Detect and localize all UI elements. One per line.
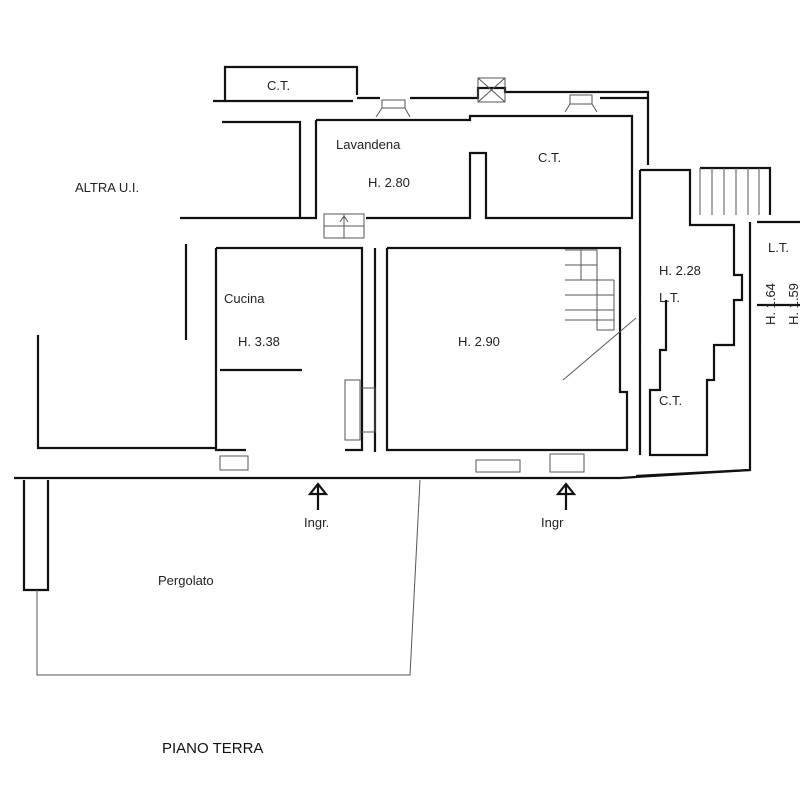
entrance-arrow-left: [307, 482, 329, 510]
window-top-2: [564, 94, 598, 113]
pergola-left-post: [22, 480, 50, 592]
vent-icon: [477, 77, 506, 103]
pergola-outline: [36, 479, 421, 676]
wall-south: [14, 335, 751, 480]
wall-cucina: [184, 244, 364, 452]
label-lavanderia-height: H. 2.80: [368, 175, 410, 190]
label-ct-top: C.T.: [267, 78, 290, 93]
label-cucina: Cucina: [224, 291, 265, 306]
window-top-1: [375, 99, 411, 118]
label-lavanderia: Lavandena: [336, 137, 401, 152]
label-h-164: H. 1.64: [763, 283, 778, 325]
label-entrance-right: Ingr: [541, 515, 564, 530]
wall-lavanderia: [180, 114, 634, 220]
label-cucina-height: H. 3.38: [238, 334, 280, 349]
label-ct-right: C.T.: [659, 393, 682, 408]
stairs-right: [699, 168, 760, 215]
label-main-height: H. 2.90: [458, 334, 500, 349]
label-h-159: H. 1.59: [786, 283, 800, 325]
stair-small: [323, 213, 365, 239]
stairs-icon: [562, 249, 637, 381]
plan-title: PIANO TERRA: [162, 740, 263, 757]
label-lt-height: H. 2.28: [659, 263, 701, 278]
fireplace: [344, 379, 376, 441]
wall-main-room: [373, 246, 629, 452]
entrance-arrow-right: [555, 482, 577, 510]
window-south-1: [219, 453, 585, 473]
label-lt: L.T.: [659, 290, 680, 305]
wall-ct-top: [213, 65, 359, 103]
label-lt-far-right: L.T.: [768, 240, 789, 255]
label-pergolato: Pergolato: [158, 573, 214, 588]
label-altra-ui: ALTRA U.I.: [75, 180, 139, 195]
label-ct-upper-right: C.T.: [538, 150, 561, 165]
label-entrance-left: Ingr.: [304, 515, 329, 530]
